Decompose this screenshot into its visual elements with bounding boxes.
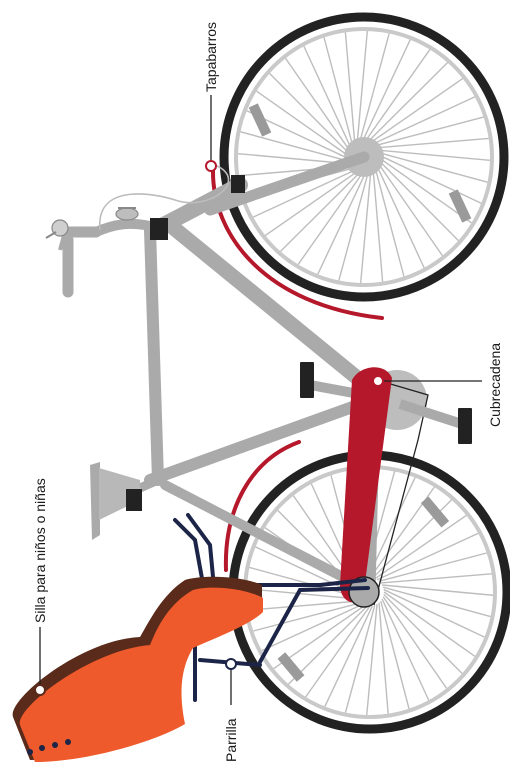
spoke <box>339 170 369 280</box>
label-tapabarros: Tapabarros <box>203 22 219 92</box>
spoke <box>377 162 442 256</box>
label-silla: Silla para niños o niñas <box>32 478 48 623</box>
spoke <box>257 91 350 157</box>
spoke <box>318 171 367 274</box>
spoke <box>345 605 374 712</box>
spoke <box>382 599 429 700</box>
spoke <box>376 164 424 268</box>
spoke <box>359 34 389 144</box>
spoke <box>298 171 364 264</box>
callout-silla: Silla para niños o niñas <box>32 478 48 695</box>
spoke <box>377 533 478 580</box>
spoke <box>325 606 373 707</box>
label-parrilla: Parrilla <box>223 718 239 762</box>
saddle <box>90 462 158 540</box>
spoke <box>381 601 409 709</box>
spoke <box>241 132 351 162</box>
spoke <box>373 168 383 282</box>
spoke <box>324 38 353 148</box>
spoke <box>376 150 490 160</box>
spoke <box>382 585 493 595</box>
spoke <box>345 32 355 146</box>
spoke <box>379 553 487 581</box>
spoke <box>367 604 377 715</box>
spoke <box>369 79 463 144</box>
callout-parrilla: Parrilla <box>223 659 239 762</box>
spoke <box>383 597 446 688</box>
spoke <box>286 58 351 152</box>
spoke <box>253 603 361 631</box>
spoke <box>381 574 492 583</box>
spoke <box>362 40 411 143</box>
bell-icon <box>116 208 138 220</box>
spoke <box>306 606 370 697</box>
spoke <box>377 152 487 182</box>
spoke <box>384 592 475 656</box>
spoke <box>379 603 388 714</box>
spoke <box>371 97 475 145</box>
spoke <box>364 50 430 143</box>
spoke <box>248 601 359 610</box>
spoke <box>373 117 483 146</box>
callout-tapabarros: Tapabarros <box>203 22 219 171</box>
spoke <box>361 169 371 283</box>
spoke <box>357 31 367 145</box>
spoke <box>304 46 352 150</box>
spoke <box>375 138 489 148</box>
spoke <box>383 587 490 616</box>
spoke <box>375 166 404 276</box>
spoke <box>375 515 466 578</box>
label-cubrecadena: Cubrecadena <box>487 343 503 427</box>
spoke <box>378 155 481 204</box>
spoke <box>384 590 485 638</box>
